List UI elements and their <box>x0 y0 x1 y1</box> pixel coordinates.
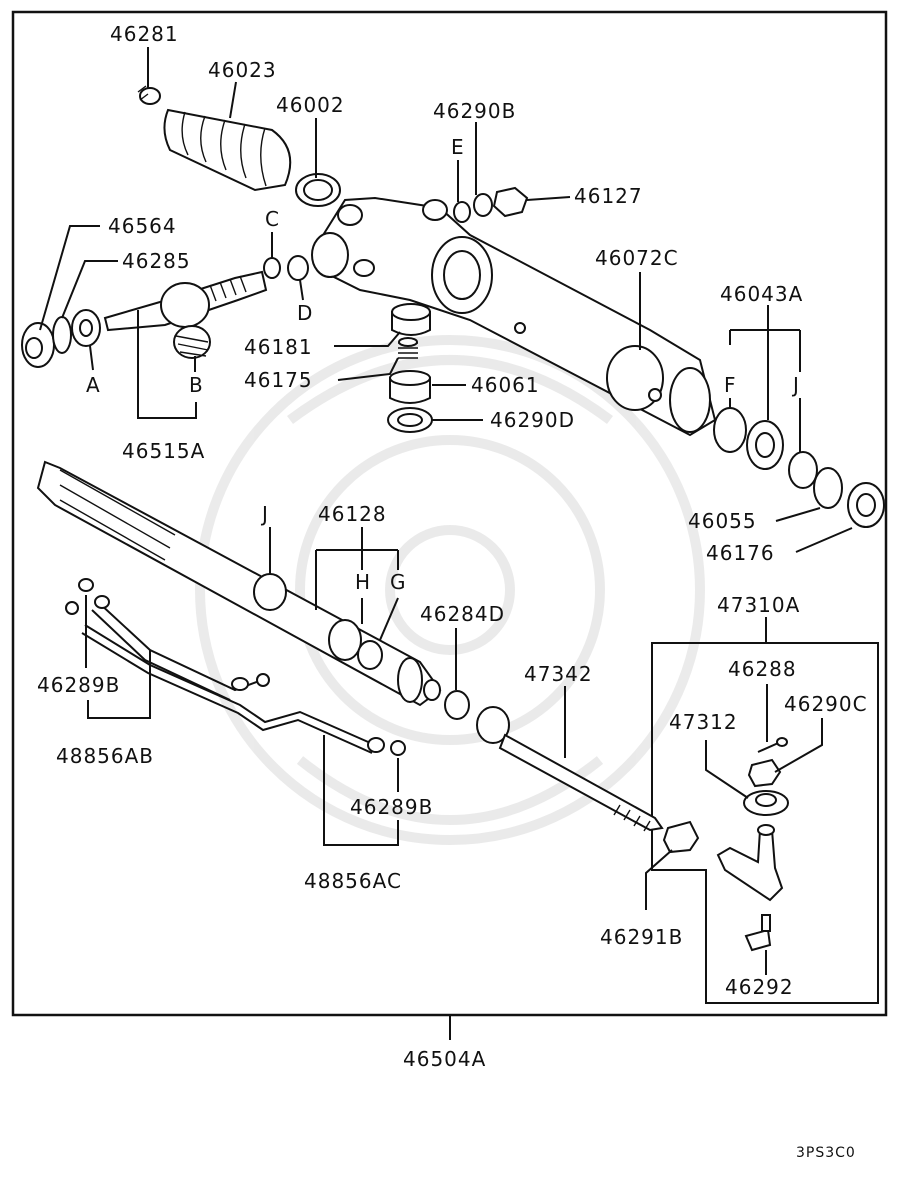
part-46181-yoke[interactable] <box>391 303 431 336</box>
leader-lines <box>39 47 853 1040</box>
label-46564: 46564 <box>108 214 177 238</box>
part-47342-tie-rod[interactable] <box>476 706 664 832</box>
label-47310A: 47310A <box>717 593 800 617</box>
label-46055: 46055 <box>688 509 757 533</box>
part-46288-cotter-pin[interactable] <box>757 737 788 753</box>
part-46290B-washer[interactable] <box>473 193 493 217</box>
label-48856AB: 48856AB <box>56 744 154 768</box>
tie-rod-end-kit-frame <box>651 642 879 1004</box>
label-48856AC: 48856AC <box>304 869 402 893</box>
part-46055-ring[interactable] <box>813 467 843 509</box>
label-46023: 46023 <box>208 58 277 82</box>
label-D: D <box>297 301 313 325</box>
part-46564-dust-cover[interactable] <box>21 322 55 368</box>
label-46291B: 46291B <box>600 925 683 949</box>
part-46292-grease-nipple[interactable] <box>744 914 772 952</box>
part-46290D-locknut[interactable] <box>387 407 433 433</box>
part-46290C-nut[interactable] <box>747 758 782 788</box>
label-46072C: 46072C <box>595 246 679 270</box>
callout-labels: 46281 46023 46002 46290B E 46127 46564 4… <box>37 22 868 1161</box>
label-46515A: 46515A <box>122 439 205 463</box>
label-46281: 46281 <box>110 22 179 46</box>
label-46504A: 46504A <box>403 1047 486 1071</box>
label-46285: 46285 <box>122 249 191 273</box>
part-46002-band[interactable] <box>295 173 341 207</box>
watermark-emblem <box>195 335 705 845</box>
label-46043A: 46043A <box>720 282 803 306</box>
part-46281-clamp[interactable] <box>137 85 161 105</box>
part-46176-cap[interactable] <box>847 482 885 528</box>
label-46290C: 46290C <box>784 692 868 716</box>
part-tie-rod-end[interactable] <box>716 824 784 902</box>
part-C-ring[interactable] <box>263 257 281 279</box>
part-J-ring-right[interactable] <box>788 451 818 489</box>
part-D-ring[interactable] <box>287 255 309 281</box>
part-F-ring[interactable] <box>713 407 747 453</box>
part-46023-boot[interactable] <box>163 108 292 192</box>
part-46289B-gaskets[interactable] <box>65 578 406 756</box>
label-46175: 46175 <box>244 368 313 392</box>
part-46285-seal[interactable] <box>52 316 72 354</box>
label-46061: 46061 <box>471 373 540 397</box>
label-G: G <box>390 570 407 594</box>
label-46002: 46002 <box>276 93 345 117</box>
label-47312: 47312 <box>669 710 738 734</box>
label-A: A <box>86 373 101 397</box>
label-46176: 46176 <box>706 541 775 565</box>
part-rack-assembly[interactable] <box>36 460 442 707</box>
label-47342: 47342 <box>524 662 593 686</box>
label-46289B-left: 46289B <box>37 673 120 697</box>
label-E: E <box>451 135 465 159</box>
label-46127: 46127 <box>574 184 643 208</box>
part-46291B-nut[interactable] <box>662 820 700 854</box>
label-46289B-right: 46289B <box>350 795 433 819</box>
label-46181: 46181 <box>244 335 313 359</box>
part-46175-spring[interactable] <box>398 337 418 359</box>
part-47312-seal[interactable] <box>743 790 789 816</box>
label-F: F <box>724 373 737 397</box>
label-C: C <box>265 207 280 231</box>
part-A-bearing[interactable] <box>71 309 101 347</box>
part-pinion-shaft[interactable] <box>103 270 268 332</box>
part-48856AB-pressure-line[interactable] <box>91 595 270 701</box>
part-46127-nut[interactable] <box>492 186 529 218</box>
part-gear-housing[interactable] <box>311 196 717 437</box>
part-ring-E[interactable] <box>453 201 471 223</box>
label-46128: 46128 <box>318 502 387 526</box>
label-46292: 46292 <box>725 975 794 999</box>
label-B: B <box>189 373 204 397</box>
label-46290B: 46290B <box>433 99 516 123</box>
label-J-right: J <box>791 373 800 397</box>
label-J-left: J <box>260 502 269 526</box>
label-H: H <box>355 570 371 594</box>
label-46284D: 46284D <box>420 602 505 626</box>
diagram-code: 3PS3C0 <box>796 1145 856 1161</box>
part-46061-plug[interactable] <box>389 370 431 404</box>
label-46288: 46288 <box>728 657 797 681</box>
part-B-spring[interactable] <box>173 325 211 359</box>
part-46043A-bushing[interactable] <box>746 420 784 470</box>
part-46284D-ring[interactable] <box>444 690 470 720</box>
label-46290D: 46290D <box>490 408 575 432</box>
part-48856AC-pressure-line[interactable] <box>81 624 385 754</box>
